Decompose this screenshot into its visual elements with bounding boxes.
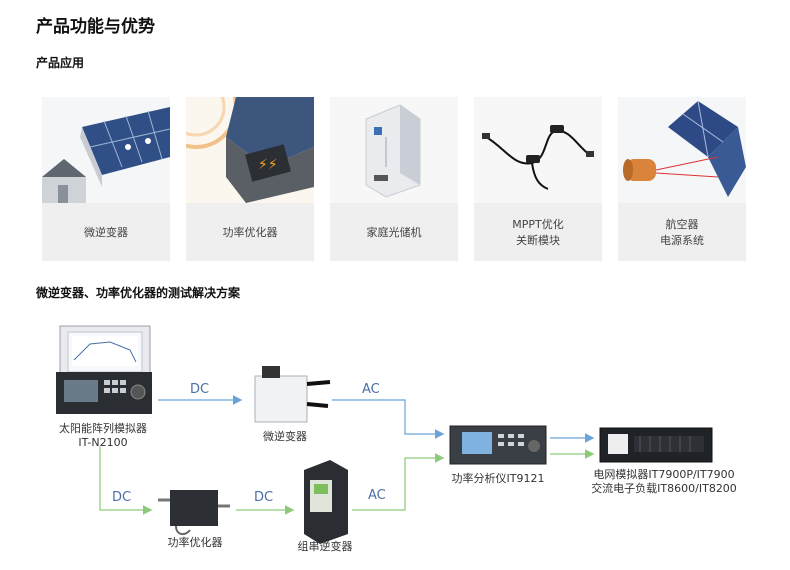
label-optimizer: 功率优化器: [150, 536, 240, 550]
app-card-label: MPPT优化 关断模块: [474, 205, 602, 261]
arrow-string-to-analyzer: [352, 458, 442, 510]
arrow-micro-to-analyzer: [332, 400, 442, 434]
flow-label-ac: AC: [362, 382, 380, 397]
app-card-storage[interactable]: 家庭光储机: [330, 97, 458, 261]
page-title: 产品功能与优势: [36, 12, 155, 37]
section-title-applications: 产品应用: [36, 54, 84, 71]
flow-label-dc: DC: [112, 490, 131, 505]
flow-label-ac: AC: [368, 488, 386, 503]
application-cards: 微逆变器 ⚡⚡ 功率优化器: [42, 97, 746, 261]
app-card-label: 功率优化器: [186, 205, 314, 261]
app-card-aerospace[interactable]: 航空器 电源系统: [618, 97, 746, 261]
label-micro-inverter: 微逆变器: [240, 430, 330, 444]
grid-simulator-device: [600, 428, 712, 462]
micro-inverter-device: [255, 366, 330, 422]
storage-unit-icon: [330, 97, 458, 203]
label-grid-simulator: 电网模拟器IT7900P/IT7900 交流电子负载IT8600/IT8200: [576, 468, 752, 496]
app-card-label: 微逆变器: [42, 205, 170, 261]
solar-simulator-device: [56, 326, 152, 414]
flow-label-dc: DC: [190, 382, 209, 397]
app-card-label: 家庭光储机: [330, 205, 458, 261]
solar-roof-icon: [42, 97, 170, 203]
app-card-label: 航空器 电源系统: [618, 205, 746, 261]
mppt-cable-icon: [474, 97, 602, 203]
optimizer-device: [158, 490, 230, 534]
label-string-inverter: 组串逆变器: [280, 540, 370, 554]
svg-text:⚡⚡: ⚡⚡: [258, 157, 278, 173]
app-card-optimizer[interactable]: ⚡⚡ 功率优化器: [186, 97, 314, 261]
section-title-test-solution: 微逆变器、功率优化器的测试解决方案: [36, 284, 240, 301]
test-solution-diagram: 太阳能阵列模拟器 IT-N2100 微逆变器 功率优化器 组串逆变器 功率分析仪…: [0, 300, 790, 570]
label-solar-simulator: 太阳能阵列模拟器 IT-N2100: [38, 422, 168, 450]
app-card-mppt[interactable]: MPPT优化 关断模块: [474, 97, 602, 261]
string-inverter-device: [304, 460, 348, 544]
optimizer-icon: ⚡⚡: [186, 97, 314, 203]
satellite-icon: [618, 97, 746, 203]
label-power-analyzer: 功率分析仪IT9121: [436, 472, 560, 486]
power-analyzer-device: [450, 426, 546, 464]
app-card-micro-inverter[interactable]: 微逆变器: [42, 97, 170, 261]
flow-label-dc: DC: [254, 490, 273, 505]
